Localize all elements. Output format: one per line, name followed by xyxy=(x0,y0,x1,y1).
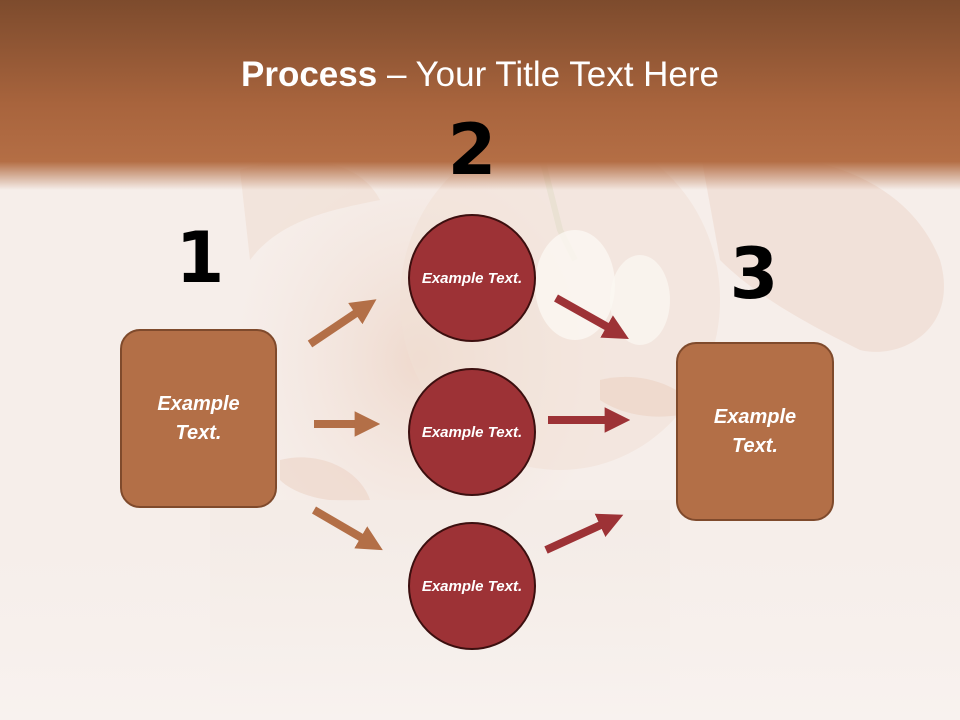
step-2-circle-1: Example Text. xyxy=(408,214,536,342)
title-rest: – Your Title Text Here xyxy=(377,55,719,94)
step-2-circle-3: Example Text. xyxy=(408,522,536,650)
title-bold: Process xyxy=(241,55,378,94)
circle-3-text: Example Text. xyxy=(421,577,523,595)
step-number-1: 1 xyxy=(175,217,225,299)
circle-1-text: Example Text. xyxy=(421,269,523,287)
step-3-box: Example Text. xyxy=(676,342,834,521)
slide-title: Process – Your Title Text Here xyxy=(0,52,960,98)
step-2-circle-2: Example Text. xyxy=(408,368,536,496)
step-1-box: Example Text. xyxy=(120,329,277,508)
arrow-from-circle-3 xyxy=(544,513,624,554)
step-1-text: Example Text. xyxy=(157,392,240,444)
step-3-text: Example Text. xyxy=(713,405,797,457)
arrow-from-circle-1 xyxy=(554,294,629,340)
circle-2-text: Example Text. xyxy=(421,423,523,441)
step-number-3: 3 xyxy=(729,233,779,315)
step-number-2: 2 xyxy=(447,109,497,191)
arrow-to-circle-3 xyxy=(311,506,383,551)
arrow-to-circle-1 xyxy=(307,299,377,348)
